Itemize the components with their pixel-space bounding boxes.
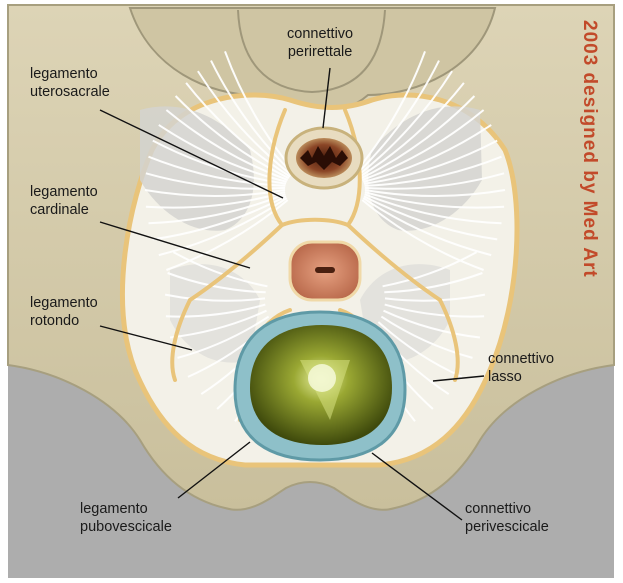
label-line: connettivo bbox=[465, 500, 549, 518]
label-line: pubovescicale bbox=[80, 518, 172, 536]
label-legamento-uterosacrale: legamento uterosacrale bbox=[30, 65, 110, 101]
rectum bbox=[286, 128, 362, 188]
label-line: connettivo bbox=[488, 350, 554, 368]
label-legamento-cardinale: legamento cardinale bbox=[30, 183, 98, 219]
label-connettivo-lasso: connettivo lasso bbox=[488, 350, 554, 386]
uterus bbox=[290, 242, 360, 300]
label-connettivo-perivescicale: connettivo perivescicale bbox=[465, 500, 549, 536]
label-line: uterosacrale bbox=[30, 83, 110, 101]
bladder bbox=[235, 312, 405, 460]
credit-text: 2003 designed by Med Art bbox=[578, 20, 600, 278]
label-line: legamento bbox=[30, 294, 98, 312]
label-line: perirettale bbox=[287, 43, 353, 61]
label-line: cardinale bbox=[30, 201, 98, 219]
label-line: legamento bbox=[30, 183, 98, 201]
label-line: legamento bbox=[80, 500, 172, 518]
label-legamento-pubovescicale: legamento pubovescicale bbox=[80, 500, 172, 536]
label-legamento-rotondo: legamento rotondo bbox=[30, 294, 98, 330]
label-line: legamento bbox=[30, 65, 110, 83]
label-line: perivescicale bbox=[465, 518, 549, 536]
label-line: connettivo bbox=[287, 25, 353, 43]
label-line: rotondo bbox=[30, 312, 98, 330]
label-line: lasso bbox=[488, 368, 554, 386]
label-connettivo-perirettale: connettivo perirettale bbox=[287, 25, 353, 61]
credit-watermark: 2003 designed by Med Art bbox=[590, 20, 610, 380]
